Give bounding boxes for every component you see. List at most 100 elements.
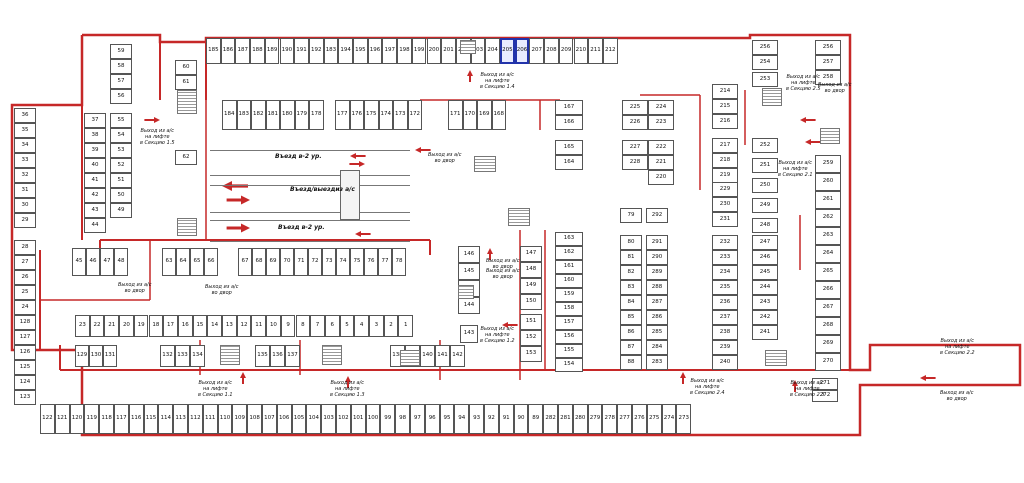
- parking-space-184[interactable]: 184: [222, 100, 237, 130]
- parking-space-270[interactable]: 270: [815, 353, 841, 371]
- parking-space-118[interactable]: 118: [99, 404, 114, 434]
- parking-space-145[interactable]: 145: [458, 263, 480, 280]
- parking-space-6[interactable]: 6: [324, 315, 340, 337]
- parking-space-130[interactable]: 130: [89, 345, 103, 367]
- parking-space-224[interactable]: 224: [648, 100, 674, 115]
- parking-space-44[interactable]: 44: [84, 218, 106, 233]
- parking-space-212[interactable]: 212: [602, 38, 618, 64]
- parking-space-90[interactable]: 90: [513, 404, 529, 434]
- parking-space-79[interactable]: 79: [620, 208, 642, 223]
- parking-space-277[interactable]: 277: [617, 404, 632, 434]
- parking-space-174[interactable]: 174: [378, 100, 393, 130]
- parking-space-41[interactable]: 41: [84, 173, 106, 188]
- parking-space-153[interactable]: 153: [520, 346, 542, 362]
- parking-space-32[interactable]: 32: [14, 168, 36, 183]
- parking-space-59[interactable]: 59: [110, 44, 132, 59]
- parking-space-223[interactable]: 223: [648, 115, 674, 130]
- parking-space-75[interactable]: 75: [350, 248, 364, 276]
- parking-space-14[interactable]: 14: [207, 315, 222, 337]
- parking-space-72[interactable]: 72: [308, 248, 322, 276]
- parking-space-263[interactable]: 263: [815, 227, 841, 245]
- parking-space-26[interactable]: 26: [14, 270, 36, 285]
- parking-space-246[interactable]: 246: [752, 250, 778, 265]
- parking-space-43[interactable]: 43: [84, 203, 106, 218]
- parking-space-250[interactable]: 250: [752, 178, 778, 193]
- parking-space-210[interactable]: 210: [573, 38, 589, 64]
- parking-space-286[interactable]: 286: [646, 310, 668, 325]
- parking-space-198[interactable]: 198: [397, 38, 412, 64]
- parking-space-258[interactable]: 258: [815, 70, 841, 85]
- parking-space-163[interactable]: 163: [555, 232, 583, 246]
- parking-space-94[interactable]: 94: [454, 404, 470, 434]
- parking-space-143[interactable]: 143: [460, 325, 478, 343]
- parking-space-67[interactable]: 67: [238, 248, 252, 276]
- parking-space-111[interactable]: 111: [202, 404, 218, 434]
- parking-space-53[interactable]: 53: [110, 143, 132, 158]
- parking-space-269[interactable]: 269: [815, 335, 841, 353]
- parking-space-109[interactable]: 109: [232, 404, 248, 434]
- parking-space-148[interactable]: 148: [520, 262, 542, 278]
- parking-space-4[interactable]: 4: [354, 315, 369, 337]
- parking-space-81[interactable]: 81: [620, 250, 642, 265]
- parking-space-208[interactable]: 208: [544, 38, 559, 64]
- parking-space-129[interactable]: 129: [75, 345, 89, 367]
- parking-space-62[interactable]: 62: [175, 150, 197, 165]
- parking-space-113[interactable]: 113: [173, 404, 188, 434]
- parking-space-154[interactable]: 154: [555, 358, 583, 372]
- parking-space-244[interactable]: 244: [752, 280, 778, 295]
- parking-space-232[interactable]: 232: [712, 235, 738, 250]
- parking-space-16[interactable]: 16: [177, 315, 193, 337]
- parking-space-247[interactable]: 247: [752, 235, 778, 250]
- parking-space-146[interactable]: 146: [458, 246, 480, 263]
- parking-space-46[interactable]: 46: [86, 248, 100, 276]
- parking-space-11[interactable]: 11: [251, 315, 267, 337]
- parking-space-106[interactable]: 106: [276, 404, 292, 434]
- parking-space-123[interactable]: 123: [14, 390, 36, 405]
- parking-space-173[interactable]: 173: [393, 100, 408, 130]
- parking-space-25[interactable]: 25: [14, 285, 36, 300]
- parking-space-249[interactable]: 249: [752, 198, 778, 213]
- parking-space-38[interactable]: 38: [84, 128, 106, 143]
- parking-space-105[interactable]: 105: [291, 404, 307, 434]
- parking-space-261[interactable]: 261: [815, 191, 841, 209]
- parking-space-178[interactable]: 178: [309, 100, 324, 130]
- parking-space-132[interactable]: 132: [160, 345, 175, 367]
- parking-space-164[interactable]: 164: [555, 155, 583, 170]
- parking-space-55[interactable]: 55: [110, 113, 132, 128]
- parking-space-151[interactable]: 151: [520, 314, 542, 330]
- parking-space-165[interactable]: 165: [555, 140, 583, 155]
- parking-space-54[interactable]: 54: [110, 128, 132, 143]
- parking-space-265[interactable]: 265: [815, 263, 841, 281]
- parking-space-162[interactable]: 162: [555, 246, 583, 260]
- parking-space-87[interactable]: 87: [620, 340, 642, 355]
- parking-space-186[interactable]: 186: [220, 38, 236, 64]
- parking-space-200[interactable]: 200: [426, 38, 442, 64]
- parking-space-157[interactable]: 157: [555, 316, 583, 330]
- parking-space-218[interactable]: 218: [712, 153, 738, 168]
- parking-space-52[interactable]: 52: [110, 158, 132, 173]
- parking-space-220[interactable]: 220: [648, 170, 674, 185]
- parking-space-124[interactable]: 124: [14, 375, 36, 390]
- parking-space-24[interactable]: 24: [14, 300, 36, 315]
- parking-space-30[interactable]: 30: [14, 198, 36, 213]
- parking-space-171[interactable]: 171: [448, 100, 463, 130]
- parking-space-243[interactable]: 243: [752, 295, 778, 310]
- parking-space-227[interactable]: 227: [622, 140, 648, 155]
- parking-space-245[interactable]: 245: [752, 265, 778, 280]
- parking-space-196[interactable]: 196: [367, 38, 383, 64]
- parking-space-260[interactable]: 260: [815, 173, 841, 191]
- parking-space-136[interactable]: 136: [270, 345, 285, 367]
- parking-space-289[interactable]: 289: [646, 265, 668, 280]
- parking-space-256[interactable]: 256: [815, 40, 841, 55]
- parking-space-195[interactable]: 195: [353, 38, 368, 64]
- parking-space-15[interactable]: 15: [192, 315, 208, 337]
- parking-space-89[interactable]: 89: [528, 404, 544, 434]
- parking-space-183[interactable]: 183: [236, 100, 251, 130]
- parking-space-192[interactable]: 192: [308, 38, 324, 64]
- parking-space-282[interactable]: 282: [543, 404, 558, 434]
- parking-space-61[interactable]: 61: [175, 75, 197, 90]
- parking-space-34[interactable]: 34: [14, 138, 36, 153]
- parking-space-160[interactable]: 160: [555, 274, 583, 288]
- parking-space-48[interactable]: 48: [114, 248, 128, 276]
- parking-space-142[interactable]: 142: [450, 345, 465, 367]
